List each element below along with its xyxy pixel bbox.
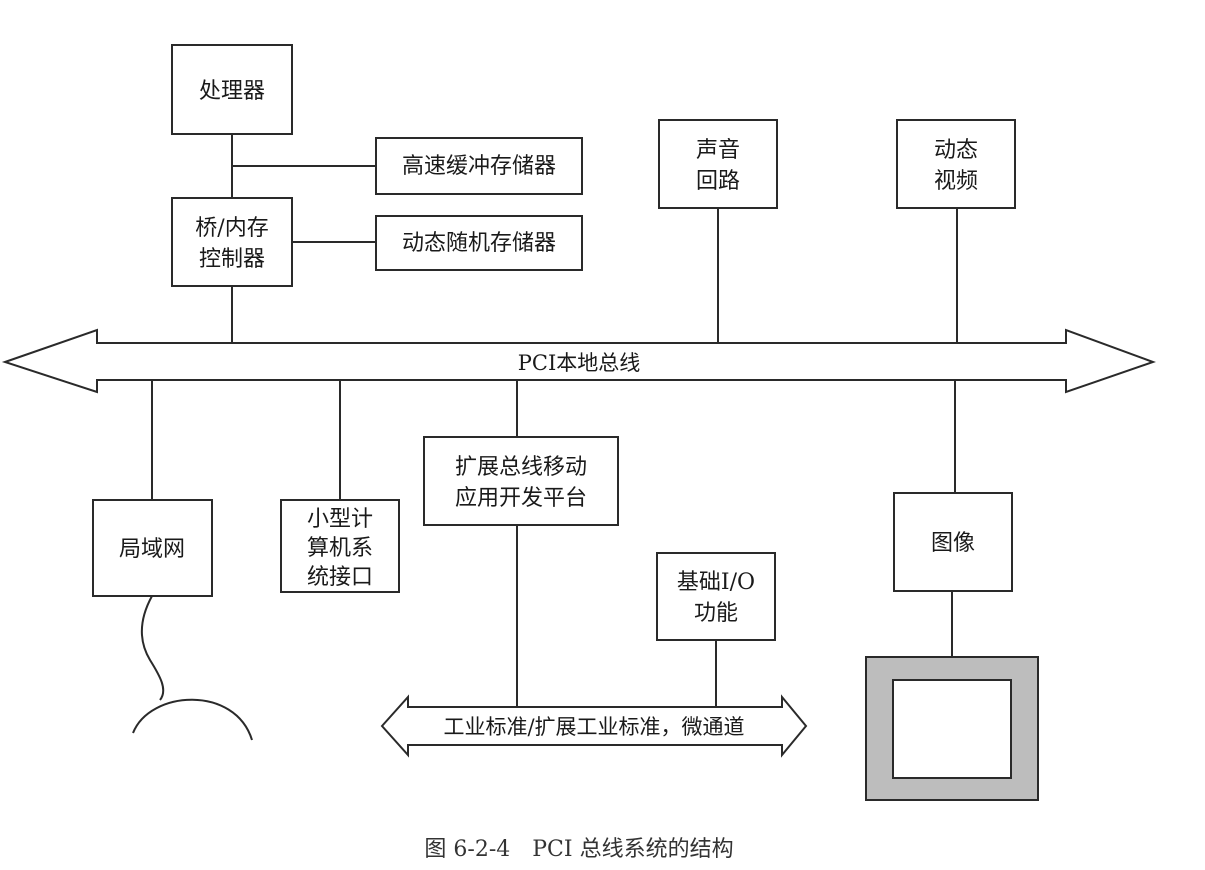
scsi-box: 小型计 算机系 统接口 [280,499,400,593]
scsi-label-line2: 算机系 [307,536,373,561]
lan-box: 局域网 [92,499,213,597]
audio-label-line1: 声音 [696,138,740,163]
figure-caption: 图 6-2-4 PCI 总线系统的结构 [424,837,733,862]
video-box: 动态 视频 [896,119,1016,209]
graphics-label: 图像 [931,531,975,556]
expansion-label-line2: 应用开发平台 [455,486,587,511]
scsi-label-line1: 小型计 [307,507,373,532]
video-label-line1: 动态 [934,138,978,163]
processor-box: 处理器 [171,44,293,135]
lan-cable-curve [140,595,165,701]
bridge-box: 桥/内存 控制器 [171,197,293,287]
basic-io-label-line1: 基础I/O [677,570,755,595]
lan-label: 局域网 [119,537,185,562]
scsi-label-line3: 统接口 [307,565,373,590]
dram-box: 动态随机存储器 [375,215,583,271]
cache-box: 高速缓冲存储器 [375,137,583,195]
pci-local-bus-arrow [1,328,1156,394]
dram-label: 动态随机存储器 [402,231,556,256]
lan-cable-loop [132,698,253,741]
isa-bus-label: 工业标准/扩展工业标准，微通道 [443,715,744,739]
bridge-label-line2: 控制器 [199,247,265,272]
isa-bus-arrow [380,694,808,758]
video-label-line2: 视频 [934,169,978,194]
audio-label-line2: 回路 [696,169,740,194]
audio-box: 声音 回路 [658,119,778,209]
expansion-box: 扩展总线移动 应用开发平台 [423,436,619,526]
cache-label: 高速缓冲存储器 [402,154,556,179]
graphics-box: 图像 [893,492,1013,592]
basic-io-label-line2: 功能 [694,601,738,626]
bridge-label-line1: 桥/内存 [195,216,268,241]
monitor-icon [865,656,1039,801]
processor-label: 处理器 [199,79,265,104]
pci-bus-label: PCI本地总线 [518,351,641,375]
expansion-label-line1: 扩展总线移动 [455,455,587,480]
connectors [132,134,958,741]
basic-io-box: 基础I/O 功能 [656,552,776,641]
